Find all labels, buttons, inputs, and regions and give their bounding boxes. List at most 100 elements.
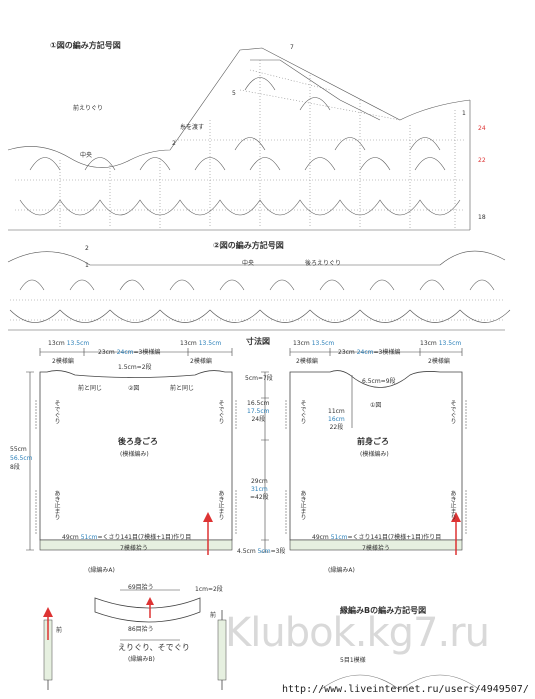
neckband-right: 1cm=2段 xyxy=(195,586,223,593)
back-top-center-sub: =3模様編 xyxy=(133,349,161,356)
chart1-top-edge xyxy=(7,47,471,168)
back-top-center-blue: 24cm xyxy=(116,349,134,356)
chart1-row-7: 7 xyxy=(290,44,294,51)
front-armhole-left: そでぐり xyxy=(299,400,306,424)
back-hem-band xyxy=(39,539,233,551)
neckband-side-left: 前 xyxy=(56,627,63,634)
mid-m2-blue: 17.5cm xyxy=(247,408,270,415)
front-top-left-sub: 2模様編 xyxy=(296,358,318,365)
chart2-back-neck-label: 後ろえりぐり xyxy=(305,260,342,267)
back-top-right-sub: 2模様編 xyxy=(190,358,212,365)
front-top-left-blue: 13.5cm xyxy=(311,340,335,347)
chart1-center-label: 中央 xyxy=(80,152,93,159)
front-top-right: 13cm xyxy=(420,340,437,347)
front-body-outline xyxy=(289,370,463,541)
chart1-front-neck-label: 前えりぐり xyxy=(73,105,104,112)
front-top-center: 23cm xyxy=(338,349,355,356)
chart1-row-18: 18 xyxy=(478,214,486,221)
source-url: http://www.liveinternet.ru/users/4949507… xyxy=(282,684,529,695)
back-body-outline xyxy=(39,370,233,541)
back-side-left: 55cm xyxy=(10,446,27,453)
back-hem: 7模様拾う xyxy=(120,545,148,552)
front-border: (縁編みA) xyxy=(328,567,355,574)
chart2-row-2: 2 xyxy=(85,245,89,252)
mid-m3-sub: =42段 xyxy=(250,494,269,501)
chart2-center-label: 中央 xyxy=(242,260,255,267)
chart1-row-24: 24 xyxy=(478,125,486,132)
chart2-top-edge xyxy=(7,250,506,266)
neckband-top: 69目拾う xyxy=(128,584,154,591)
back-side-left-sub: 8段 xyxy=(10,464,20,471)
back-armhole-left: そでぐり xyxy=(53,400,60,424)
mid-m4-blue: 5cm xyxy=(257,548,271,555)
mid-m2: 16.5cm xyxy=(247,400,270,407)
back-fig-label: ②図 xyxy=(128,385,140,392)
back-bottom-rest: =くさり141目(7模様+1目)作り目 xyxy=(97,534,192,541)
chart1-row-5: 5 xyxy=(232,90,236,97)
front-top-left: 13cm xyxy=(293,340,310,347)
mid-m3-blue: 31cm xyxy=(250,486,268,493)
mid-m4: 4.5cm xyxy=(237,548,256,555)
neckband-bottom: 86目拾う xyxy=(128,626,154,633)
back-top-left: 13cm xyxy=(48,340,65,347)
back-neck: 1.5cm=2段 xyxy=(118,364,152,371)
back-top-right: 13cm xyxy=(180,340,197,347)
back-bottom-blue: 51cm xyxy=(80,534,98,541)
chart1-pattern xyxy=(19,59,461,216)
front-top-center-blue: 24cm xyxy=(356,349,374,356)
front-neck: 6.5cm=9段 xyxy=(362,378,396,385)
back-left-small: 前と同じ xyxy=(78,385,103,392)
chart1-attach-label: 糸を渡す xyxy=(180,124,205,131)
mid-m2-sub: 24段 xyxy=(251,416,266,423)
dimensions-title: 寸法図 xyxy=(246,337,270,346)
back-right-small: 前と同じ xyxy=(170,385,195,392)
mid-m3: 29cm xyxy=(250,478,268,485)
border-b-sub: 5目1模様 xyxy=(340,657,366,664)
front-top-right-sub: 2模様編 xyxy=(428,358,450,365)
border-b-title: 縁編みBの編み方記号図 xyxy=(340,606,427,615)
chart2-title: ②図の編み方記号図 xyxy=(213,241,284,250)
front-body-sub: (模様編み) xyxy=(360,451,389,458)
front-hem-band xyxy=(289,539,463,551)
front-fig-label: ①図 xyxy=(370,402,382,409)
front-armhole-right: そでぐり xyxy=(449,400,456,424)
chart1-title: ①図の編み方記号図 xyxy=(50,41,121,50)
neckband-title: えりぐり、そでぐり xyxy=(118,643,190,652)
chart1-row-2: 2 xyxy=(172,140,176,147)
chart1-row-22: 22 xyxy=(478,157,486,164)
back-border: (縁編みA) xyxy=(88,567,115,574)
front-top-center-sub: =3模様編 xyxy=(373,349,401,356)
back-side-left-blue: 56.5cm xyxy=(10,455,33,462)
front-bottom-rest: =くさり141目(7模様+1目)作り目 xyxy=(347,534,442,541)
back-top-right-blue: 13.5cm xyxy=(198,340,222,347)
front-slit-right: あき止まり xyxy=(449,490,456,520)
front-bottom: 49cm xyxy=(312,534,329,541)
mid-m1: 5cm=7段 xyxy=(245,375,273,382)
mid-m4-sub: =3段 xyxy=(270,548,286,555)
front-hem: 7模様拾う xyxy=(362,545,390,552)
chart2-pattern xyxy=(9,279,511,323)
front-depth-blue: 16cm xyxy=(328,416,345,423)
neckband-sub: (縁編みB) xyxy=(128,656,155,663)
back-slit-right: あき止まり xyxy=(217,490,224,520)
back-slit-left: あき止まり xyxy=(53,490,60,520)
front-bottom-blue: 51cm xyxy=(330,534,348,541)
neckband-side-right: 前 xyxy=(210,612,217,619)
back-top-left-blue: 13.5cm xyxy=(66,340,90,347)
neckband-outline xyxy=(94,597,201,623)
back-top-center: 23cm xyxy=(98,349,115,356)
back-bottom: 49cm xyxy=(62,534,79,541)
border-b-chart xyxy=(319,674,481,691)
front-depth-sub: 22段 xyxy=(329,424,344,431)
back-body-sub: (模様編み) xyxy=(120,451,149,458)
back-body-title: 後ろ身ごろ xyxy=(118,437,158,446)
front-slit-left: あき止まり xyxy=(299,490,306,520)
chart1-row-1: 1 xyxy=(462,110,466,117)
front-top-right-blue: 13.5cm xyxy=(438,340,462,347)
watermark: Klubok.kg7.ru xyxy=(225,610,490,656)
front-depth: 11cm xyxy=(328,408,345,415)
back-top-left-sub: 2模様編 xyxy=(52,358,74,365)
front-body-title: 前身ごろ xyxy=(357,437,389,446)
back-armhole-right: そでぐり xyxy=(217,400,224,424)
